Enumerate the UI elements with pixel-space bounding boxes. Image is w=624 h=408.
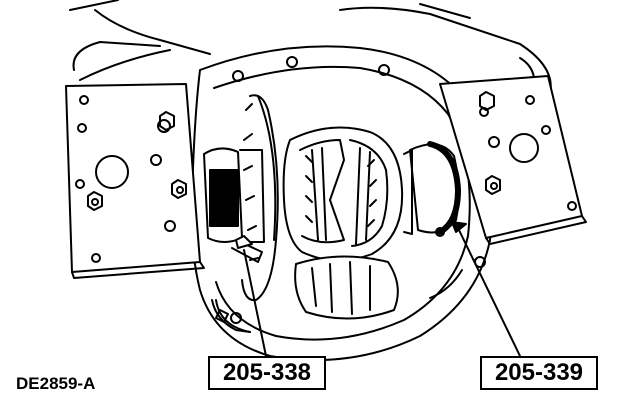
ring-gear: [241, 94, 279, 302]
tool-callout-205-338: 205-338: [208, 356, 326, 390]
leader-lines: [235, 221, 521, 357]
pinion-gear: [294, 255, 399, 320]
left-spreader-plate: [65, 83, 205, 279]
lower-housing: [211, 269, 463, 333]
tool-callout-205-339: 205-339: [480, 356, 598, 390]
axle-housing-outline: [69, 0, 552, 101]
right-spreader-plate: [439, 75, 587, 245]
differential-case: [282, 126, 404, 262]
left-bearing-cap: [203, 147, 265, 263]
figure-id-label: DE2859-A: [16, 374, 96, 393]
right-bearing-cap: [403, 141, 461, 237]
